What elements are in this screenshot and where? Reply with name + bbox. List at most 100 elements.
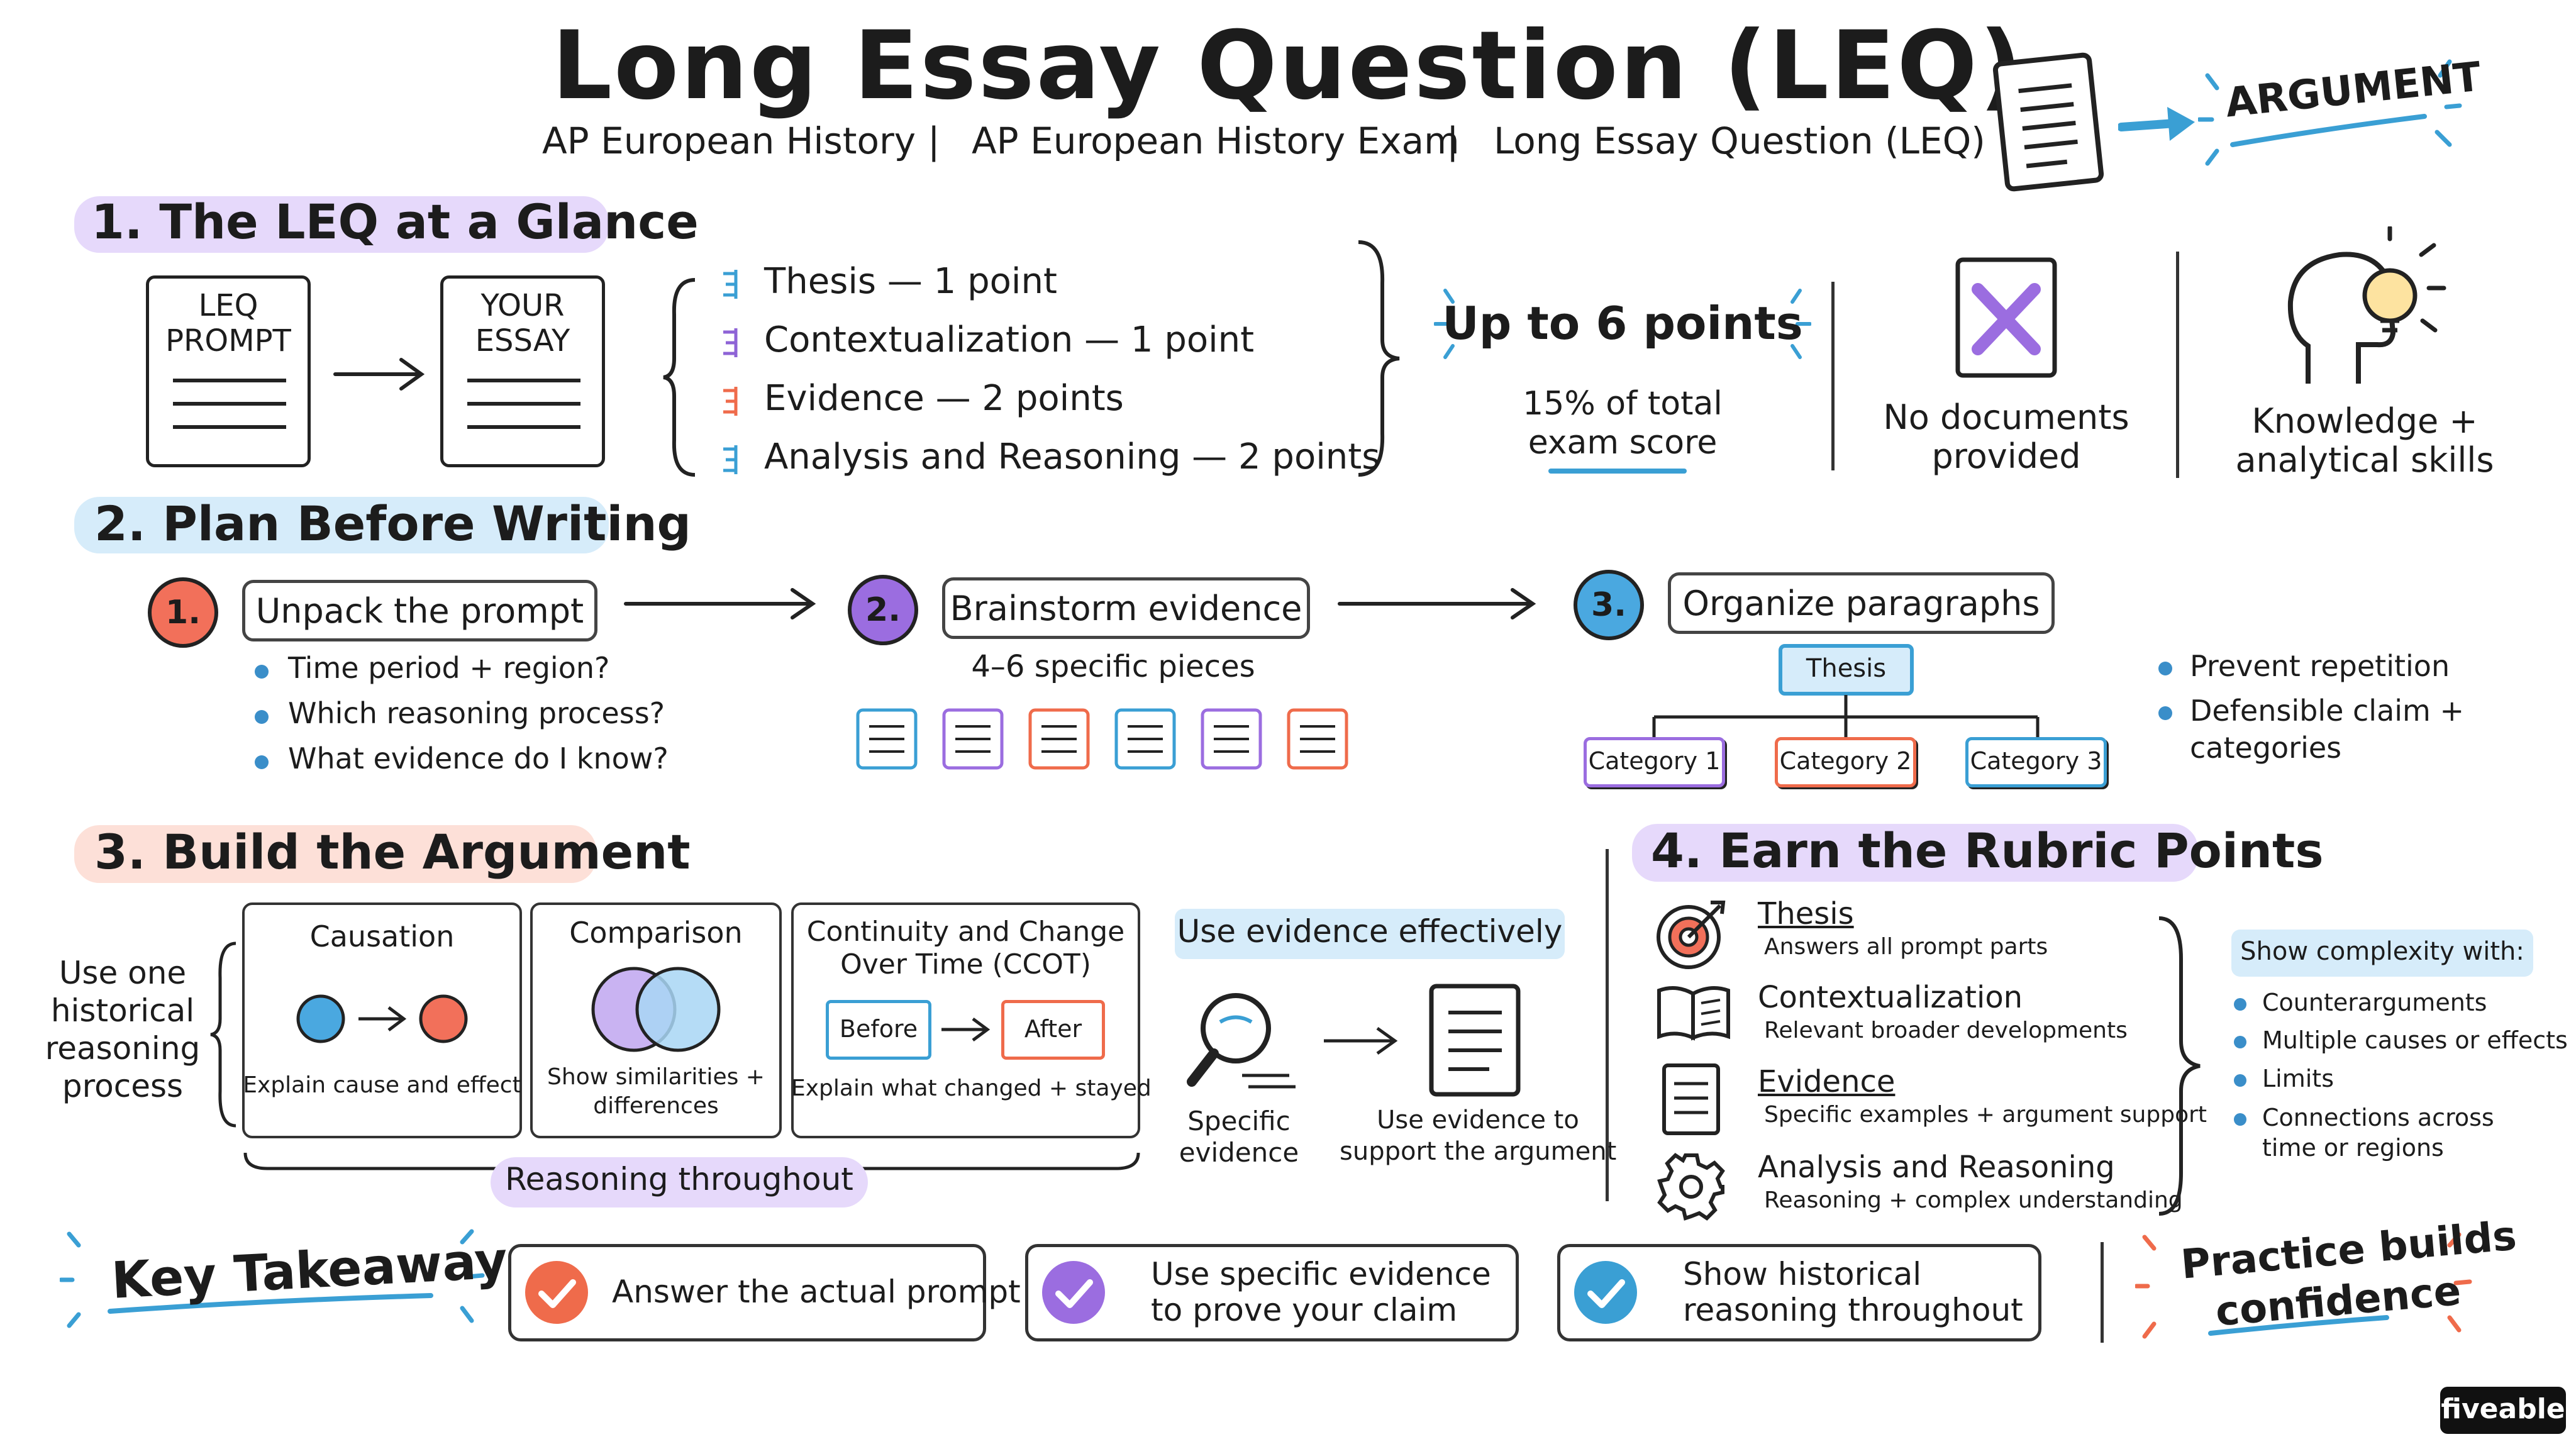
lightbulb-head-icon <box>2287 226 2446 384</box>
step-box <box>1668 572 2055 634</box>
left-brace <box>663 278 696 477</box>
sparkle-icon <box>60 1229 485 1328</box>
complexity-item: Limits <box>2262 1065 2334 1092</box>
leq-prompt-document <box>146 275 311 467</box>
takeaway-card <box>1557 1244 2041 1341</box>
step-number: 1. <box>165 594 201 631</box>
sparkle-icon <box>2198 59 2462 166</box>
divider <box>2101 1242 2104 1343</box>
bullet-text: Prevent repetition <box>2190 649 2450 683</box>
document-icon <box>1429 984 1521 1097</box>
section-heading-glance: 1. The LEQ at a Glance <box>91 194 699 250</box>
divider <box>1606 849 1609 1201</box>
takeaway-text: reasoning throughout <box>1683 1292 2023 1328</box>
bullet-text: Defensible claim + <box>2190 694 2465 728</box>
rubric-item: Analysis and Reasoning — 2 points <box>764 436 1380 477</box>
tree-node-category <box>1775 737 1916 787</box>
leq-prompt-label: PROMPT <box>165 323 291 358</box>
bullet <box>2234 1113 2246 1126</box>
section-heading-rubric: 4. Earn the Rubric Points <box>1651 823 2324 879</box>
step-number-circle <box>148 577 218 648</box>
complexity-item: Counterarguments <box>2262 989 2487 1016</box>
card-caption: Explain cause and effect <box>243 1072 521 1098</box>
bullet <box>2158 706 2172 720</box>
support-argument-label: support the argument <box>1340 1137 1617 1166</box>
page-title: Long Essay Question (LEQ) <box>552 11 2024 121</box>
bullet <box>2234 1036 2246 1048</box>
step-label: Brainstorm evidence <box>950 589 1302 628</box>
tree-node-thesis <box>1779 644 1914 696</box>
bullet <box>255 710 269 724</box>
takeaway-card <box>1025 1244 1519 1341</box>
cause-effect-icon <box>296 994 468 1043</box>
tree-node-label: Category 3 <box>1970 747 2102 775</box>
close-icon <box>1955 257 2057 378</box>
rubric-mark-icon <box>722 269 741 300</box>
bullet <box>255 755 269 769</box>
complexity-item: Multiple causes or effects <box>2262 1026 2568 1054</box>
evidence-card-icon <box>1200 708 1263 770</box>
specific-evidence-label: Specific <box>1187 1106 1291 1136</box>
points-subtitle: exam score <box>1528 424 1718 462</box>
rubric-point-desc: Reasoning + complex understanding <box>1764 1187 2183 1213</box>
tree-node-label: Category 1 <box>1588 747 1721 775</box>
right-brace <box>1358 240 1400 477</box>
bullet <box>2234 998 2246 1011</box>
tree-node-category <box>1965 737 2107 787</box>
rubric-item: Evidence — 2 points <box>764 378 1124 419</box>
before-label: Before <box>839 1015 918 1043</box>
card-caption: differences <box>593 1093 719 1119</box>
sparkle-icon <box>1434 289 1811 359</box>
step-box <box>942 577 1310 639</box>
arrow-right-icon <box>2118 107 2195 141</box>
target-icon <box>1657 901 1726 969</box>
card-caption: Explain what changed + stayed <box>791 1075 1152 1101</box>
your-essay-label: YOUR <box>480 288 565 323</box>
rubric-mark-icon <box>722 327 741 358</box>
rubric-point-desc: Specific examples + argument support <box>1764 1102 2207 1128</box>
rubric-point-title: Thesis <box>1758 896 1854 931</box>
arrow-right-icon <box>333 358 425 391</box>
step-number-circle <box>848 575 918 645</box>
venn-diagram-icon <box>591 967 721 1052</box>
evidence-card-icon <box>1028 708 1091 770</box>
side-label: Use one <box>58 955 187 991</box>
text-lines-icon <box>467 379 580 429</box>
sparkle-icon <box>2135 1232 2472 1339</box>
subtitle-leq: Long Essay Question (LEQ) <box>1494 119 1985 162</box>
evidence-card-icon <box>1286 708 1349 770</box>
comparison-card <box>530 902 782 1138</box>
section-heading-build: 3. Build the Argument <box>94 824 691 880</box>
skills-label: analytical skills <box>2235 440 2494 480</box>
rubric-mark-icon <box>722 386 741 417</box>
card-title: Comparison <box>569 916 743 950</box>
side-label: process <box>62 1068 184 1104</box>
points-title: Up to 6 points <box>1442 297 1803 350</box>
rubric-item: Contextualization — 1 point <box>764 319 1255 360</box>
magnifier-icon <box>1187 993 1296 1089</box>
takeaway-text: to prove your claim <box>1151 1292 1458 1328</box>
rubric-point-desc: Relevant broader developments <box>1764 1018 2128 1043</box>
takeaway-text: Answer the actual prompt <box>612 1274 1021 1310</box>
after-label: After <box>1024 1015 1082 1043</box>
arrow-right-icon <box>624 588 816 619</box>
section-heading-plan: 2. Plan Before Writing <box>94 496 691 552</box>
tree-connectors <box>1652 695 2040 740</box>
divider <box>2176 252 2179 478</box>
bullet <box>255 665 269 679</box>
support-argument-label: Use evidence to <box>1377 1106 1579 1135</box>
bullet <box>2158 662 2172 675</box>
step-label: Organize paragraphs <box>1682 584 2040 623</box>
after-box <box>1001 1000 1105 1060</box>
points-underline <box>1548 469 1687 474</box>
arrow-right-icon <box>941 1017 991 1042</box>
evidence-card-icon <box>855 708 918 770</box>
essay-document-icon <box>1992 52 2104 192</box>
left-brace <box>210 941 236 1128</box>
brand-logo: fiveable <box>2441 1393 2565 1425</box>
points-subtitle: 15% of total <box>1523 385 1723 423</box>
no-documents-label: provided <box>1931 436 2081 476</box>
card-title: Continuity and Change <box>806 916 1125 948</box>
bullet-text: Which reasoning process? <box>288 696 665 730</box>
use-evidence-heading: Use evidence effectively <box>1177 913 1563 950</box>
